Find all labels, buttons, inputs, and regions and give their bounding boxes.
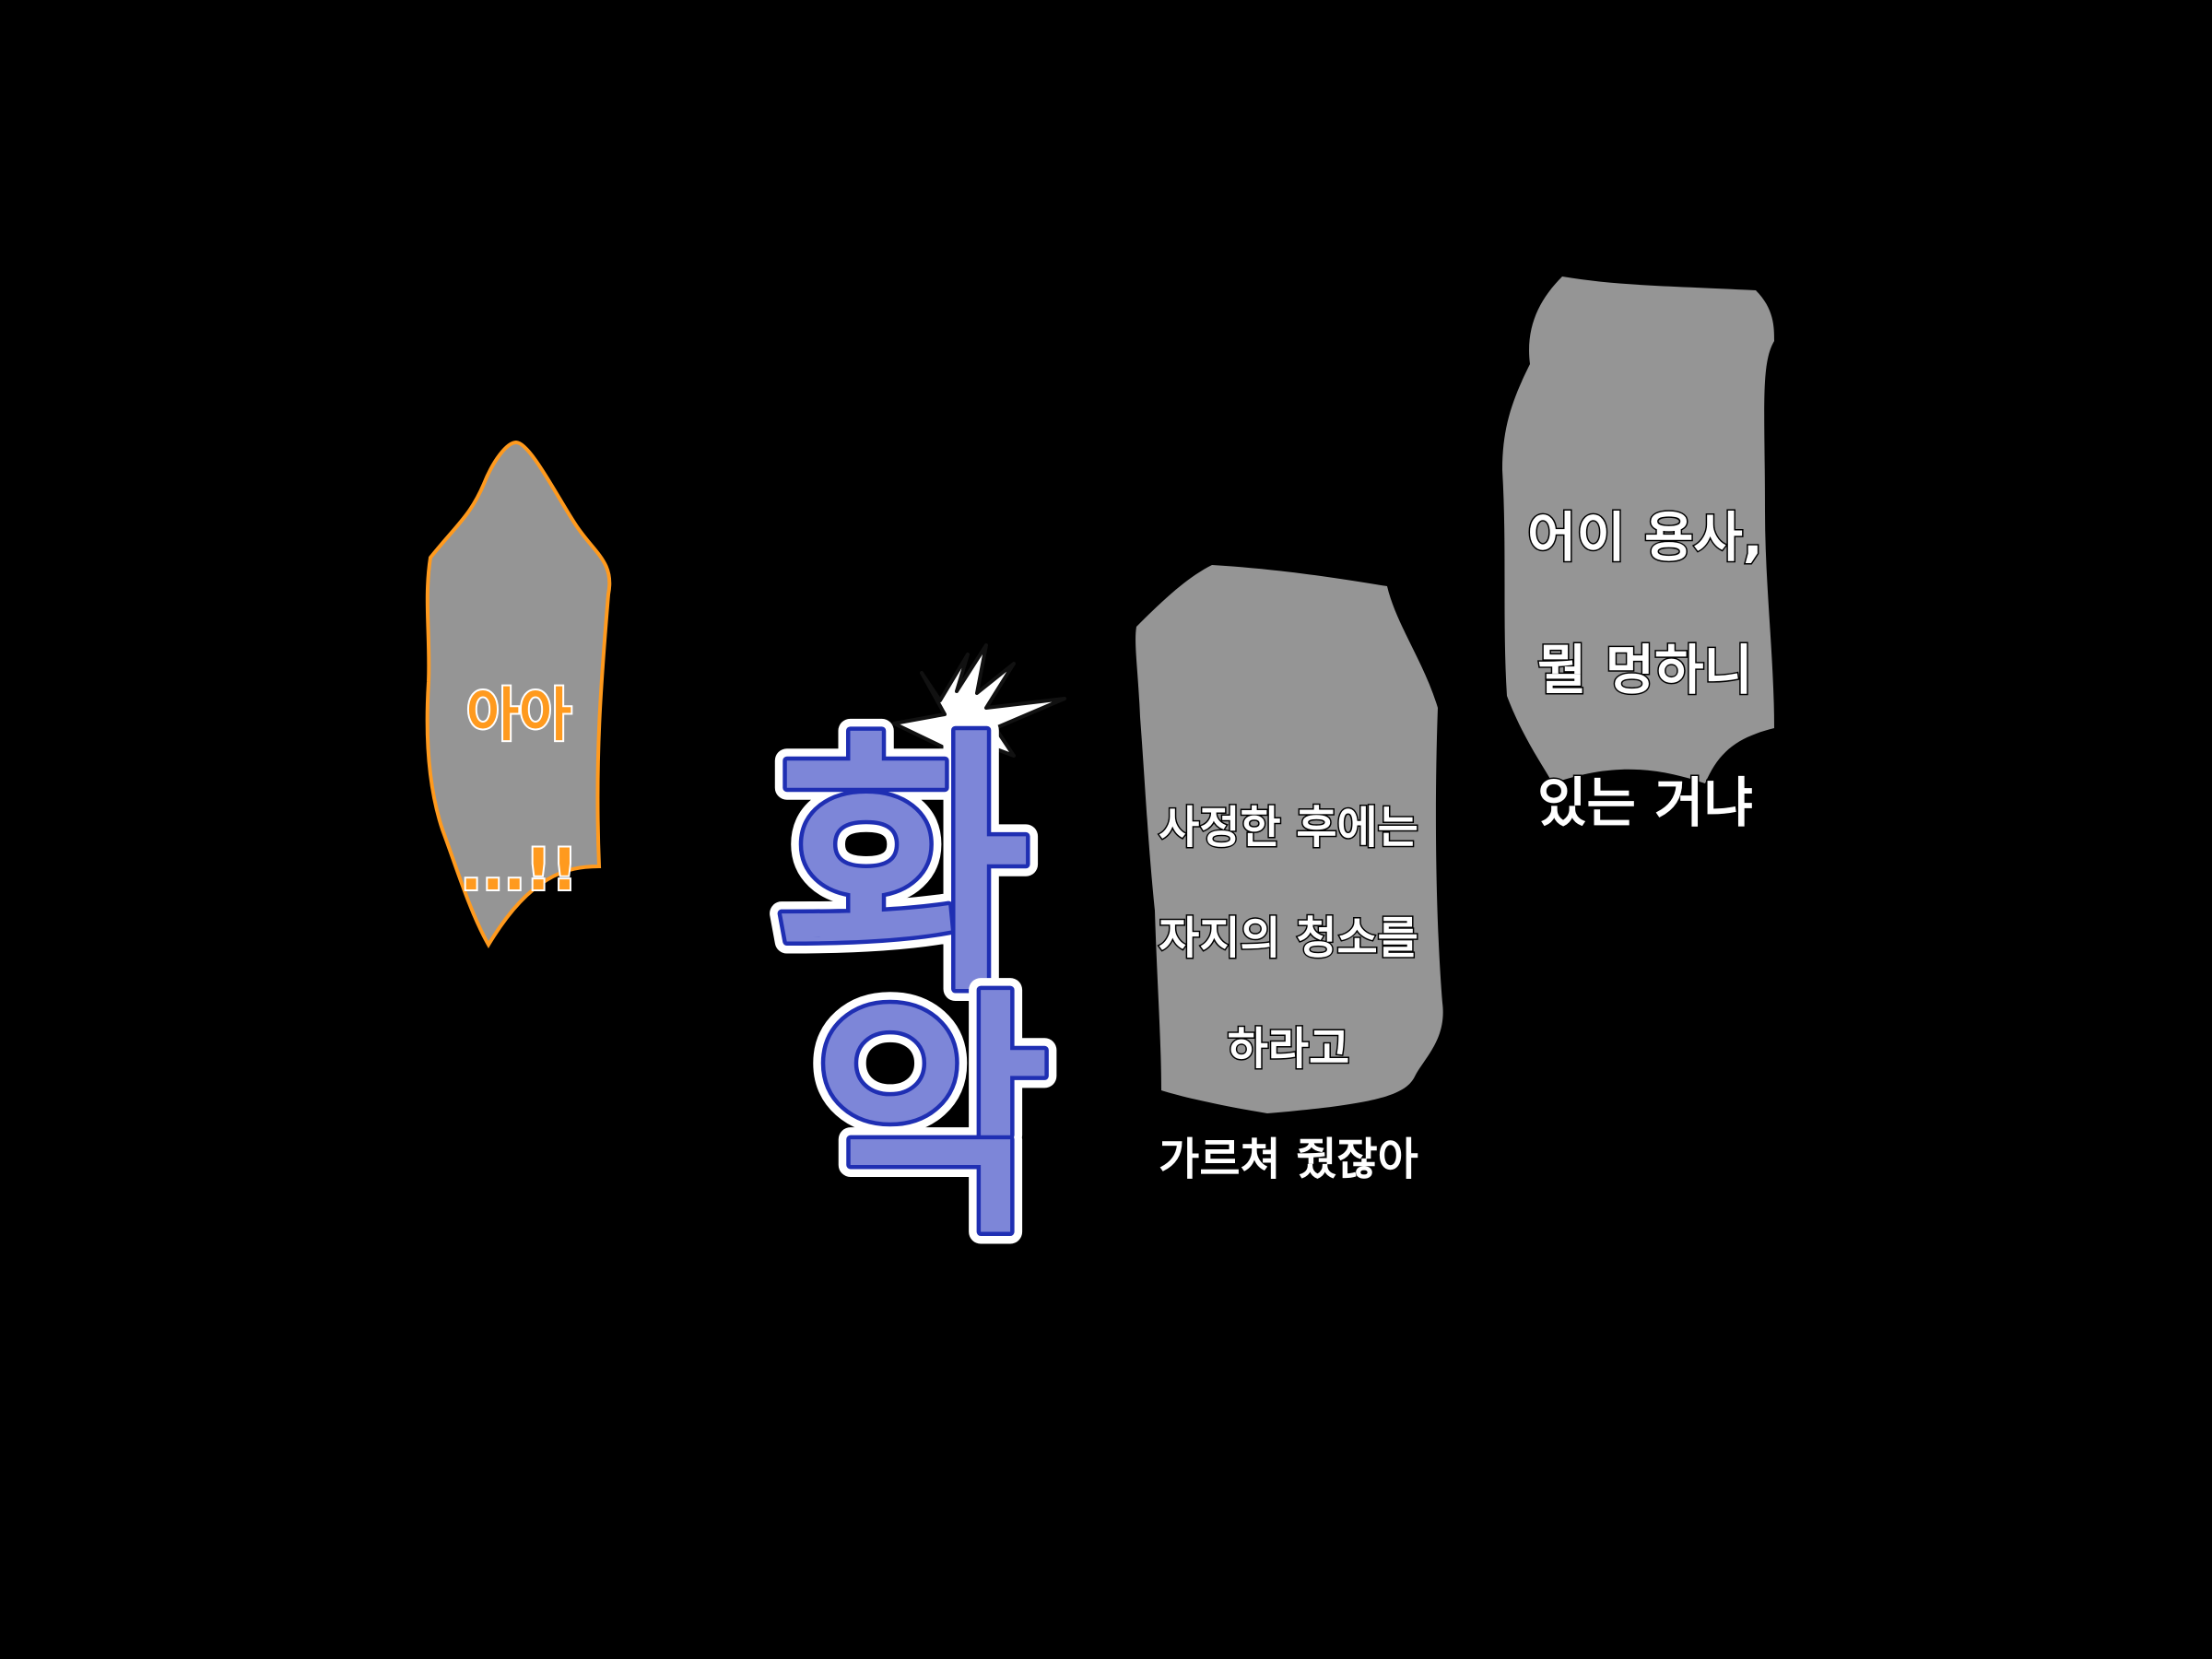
sfx-char-1-outline: 화 — [776, 707, 1030, 1029]
middle-bubble-text: 사정한 후에는 자지의 청소를 하라고 가르쳐 줬잖아 — [1132, 745, 1445, 1242]
middle-speech-bubble — [1135, 565, 1443, 1113]
sfx-char-2-outline: 악 — [812, 969, 1050, 1244]
middle-bubble-line-3: 하라고 — [1226, 1022, 1350, 1077]
middle-bubble-line-2: 자지의 청소를 — [1158, 912, 1420, 966]
left-bubble-line-2: ...!! — [458, 834, 579, 905]
right-bubble-text: 어이 용사, 뭘 멍하니 있는 거냐 — [1502, 438, 1788, 902]
left-bubble-line-1: 아아 — [465, 679, 573, 750]
sfx-char-2: 악 — [812, 969, 1050, 1244]
sound-effect: 화 화 악 악 — [764, 643, 1066, 1244]
right-bubble-line-3: 있는 거냐 — [1536, 771, 1755, 836]
spark-burst-icon — [892, 643, 1066, 799]
right-speech-bubble — [1502, 276, 1774, 783]
right-bubble-line-2: 뭘 멍하니 — [1536, 638, 1755, 703]
middle-bubble-line-1: 사정한 후에는 — [1158, 801, 1420, 855]
right-bubble-line-1: 어이 용사, — [1526, 505, 1765, 571]
sfx-char-1: 화 — [776, 707, 1030, 1029]
middle-bubble-line-4: 가르쳐 줬잖아 — [1158, 1133, 1420, 1187]
left-speech-bubble — [425, 440, 612, 948]
sound-effect-text: 화 화 악 악 — [764, 695, 1062, 1244]
left-bubble-text: 아아 ...!! — [422, 599, 616, 986]
